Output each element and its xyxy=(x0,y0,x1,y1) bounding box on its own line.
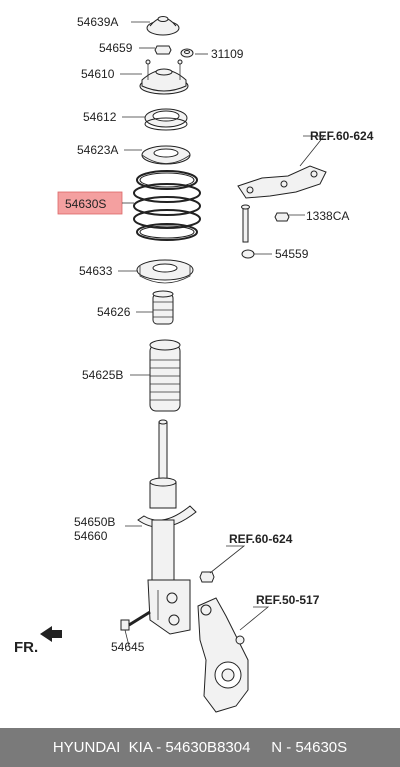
bump-stop-part xyxy=(152,290,174,325)
coil-spring-part xyxy=(133,170,201,241)
ref-label-lower: REF.50-517 xyxy=(256,593,320,607)
label-54610: 54610 xyxy=(81,67,115,81)
link-bolt-part xyxy=(241,204,290,259)
ref-label-upper: REF.60-624 xyxy=(310,129,374,143)
label-54630s: 54630S xyxy=(65,197,106,211)
label-54623a: 54623A xyxy=(77,143,118,157)
exploded-view: 54639A 54659 31109 54610 54612 54623A 54… xyxy=(14,15,374,713)
footer-bar: HYUNDAI KIA - 54630B8304 N - 54630S xyxy=(0,728,400,767)
label-1338ca: 1338CA xyxy=(306,209,349,223)
lower-spring-pad-part xyxy=(136,259,194,284)
strut-nut-part xyxy=(199,571,215,583)
steering-knuckle-part xyxy=(197,597,249,713)
label-54650b: 54650B xyxy=(74,515,115,529)
arrow-left-icon xyxy=(40,626,62,642)
bearing-part xyxy=(144,108,188,131)
leader-lines xyxy=(118,21,325,647)
bolt-part xyxy=(120,610,151,631)
small-nut-part xyxy=(180,48,194,58)
dust-boot-part xyxy=(149,339,181,412)
strut-assembly-part xyxy=(137,419,197,635)
label-54612: 54612 xyxy=(83,110,117,124)
strut-mount-part xyxy=(139,59,189,95)
label-54645: 54645 xyxy=(111,640,145,654)
spring-seat-part xyxy=(141,145,191,165)
label-54626: 54626 xyxy=(97,305,131,319)
label-54559: 54559 xyxy=(275,247,309,261)
nut-part xyxy=(154,45,172,55)
footer-part-number: HYUNDAI KIA - 54630B8304 N - 54630S xyxy=(52,739,348,756)
dust-cap-part xyxy=(146,16,180,36)
bracket-part xyxy=(237,165,327,199)
label-54639a: 54639A xyxy=(77,15,118,29)
label-54660: 54660 xyxy=(74,529,108,543)
front-direction-indicator: FR. xyxy=(14,626,62,656)
label-31109: 31109 xyxy=(211,47,244,61)
label-54625b: 54625B xyxy=(82,368,123,382)
label-54659: 54659 xyxy=(99,41,133,55)
label-54633: 54633 xyxy=(79,264,113,278)
ref-label-middle: REF.60-624 xyxy=(229,532,293,546)
front-label: FR. xyxy=(14,639,38,656)
